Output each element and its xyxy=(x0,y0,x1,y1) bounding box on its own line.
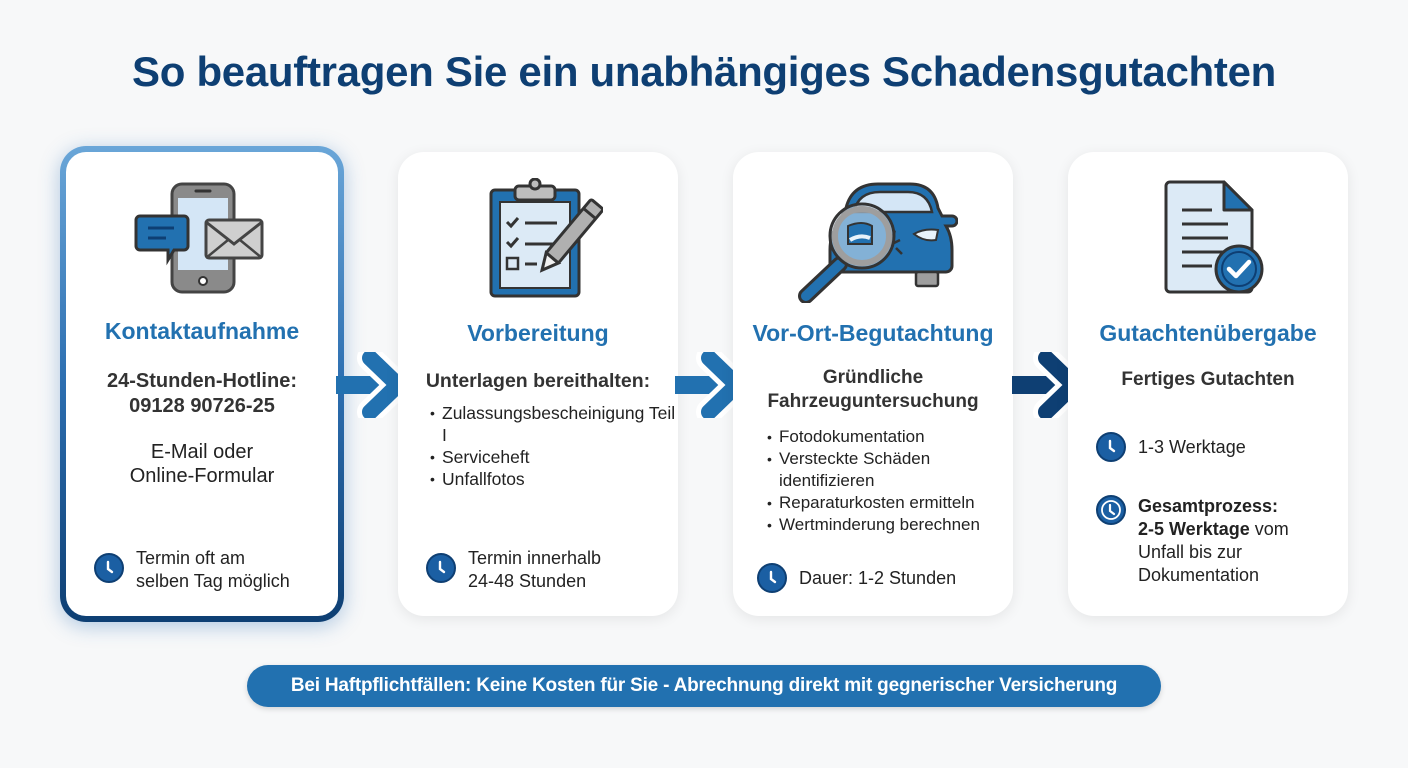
step-title: Gutachtenübergabe xyxy=(1099,320,1317,346)
total-process-label: Gesamtprozess: xyxy=(1138,496,1279,516)
step-card-vorbereitung[interactable]: Vorbereitung Unterlagen bereithalten: Zu… xyxy=(398,152,678,616)
phone-message-mail-icon xyxy=(66,176,338,294)
list-item: Reparaturkosten ermitteln xyxy=(767,492,1007,514)
timing-info: 1-3 Werktage xyxy=(1096,432,1246,462)
clock-icon xyxy=(426,553,456,583)
liability-note-banner: Bei Haftpflichtfällen: Keine Kosten für … xyxy=(247,665,1161,707)
clock-icon xyxy=(757,563,787,593)
clipboard-checklist-pencil-icon xyxy=(398,178,678,298)
inspection-list: Fotodokumentation Versteckte Schäden ide… xyxy=(767,426,1007,536)
clock-icon xyxy=(1096,432,1126,462)
step-title: Kontaktaufnahme xyxy=(104,318,300,344)
contact-channel-text: Online-Formular xyxy=(129,465,275,487)
total-process-text: Dokumentation xyxy=(1138,565,1260,585)
timing-info: Dauer: 1-2 Stunden xyxy=(757,563,956,593)
contact-channel-text: E-Mail oder xyxy=(150,441,254,463)
timing-text: Termin innerhalb xyxy=(468,548,602,568)
timing-text: Termin oft am xyxy=(136,548,246,568)
list-item: Wertminderung berechnen xyxy=(767,514,1007,536)
step-subtitle: Fertiges Gutachten xyxy=(1121,369,1295,390)
timing-text: Dauer: 1-2 Stunden xyxy=(799,567,957,588)
timing-text: 1-3 Werktage xyxy=(1138,436,1246,457)
list-item: Unfallfotos xyxy=(430,468,678,490)
timing-info: Termin innerhalb 24-48 Stunden xyxy=(426,547,601,593)
document-list: Zulassungsbescheinigung Teil I Servicehe… xyxy=(430,402,678,490)
timing-info: Termin oft am selben Tag möglich xyxy=(94,547,290,593)
total-process-text: Unfall bis zur xyxy=(1138,542,1243,562)
step-card-kontaktaufnahme[interactable]: Kontaktaufnahme 24-Stunden-Hotline: 0912… xyxy=(60,146,344,622)
car-magnifier-icon xyxy=(733,178,1013,303)
hotline-number[interactable]: 09128 90726-25 xyxy=(129,395,275,417)
list-item: Zulassungsbescheinigung Teil I xyxy=(430,402,678,446)
total-process-info: Gesamtprozess: 2-5 Werktage vom Unfall b… xyxy=(1096,495,1289,587)
timing-text: selben Tag möglich xyxy=(136,571,290,591)
page-title: So beauftragen Sie ein unabhängiges Scha… xyxy=(132,48,1276,95)
hotline-label: 24-Stunden-Hotline: xyxy=(107,370,297,392)
clock-icon xyxy=(94,553,124,583)
step-subtitle: Unterlagen bereithalten: xyxy=(425,370,651,392)
clock-icon xyxy=(1096,495,1126,525)
step-subtitle: Gründliche xyxy=(822,367,924,388)
list-item: Versteckte Schäden identifizieren xyxy=(767,448,969,492)
step-title: Vor-Ort-Begutachtung xyxy=(752,320,994,346)
total-process-duration: 2-5 Werktage xyxy=(1138,519,1250,539)
list-item: Fotodokumentation xyxy=(767,426,1007,448)
step-title: Vorbereitung xyxy=(467,320,609,346)
step-subtitle: Fahrzeuguntersuchung xyxy=(767,391,979,412)
step-card-gutachtenuebergabe[interactable]: Gutachtenübergabe Fertiges Gutachten 1-3… xyxy=(1068,152,1348,616)
total-process-text: vom xyxy=(1249,519,1289,539)
timing-text: 24-48 Stunden xyxy=(468,571,587,591)
list-item: Serviceheft xyxy=(430,446,678,468)
step-card-vor-ort-begutachtung[interactable]: Vor-Ort-Begutachtung Gründliche Fahrzeug… xyxy=(733,152,1013,616)
document-check-icon xyxy=(1068,178,1348,296)
